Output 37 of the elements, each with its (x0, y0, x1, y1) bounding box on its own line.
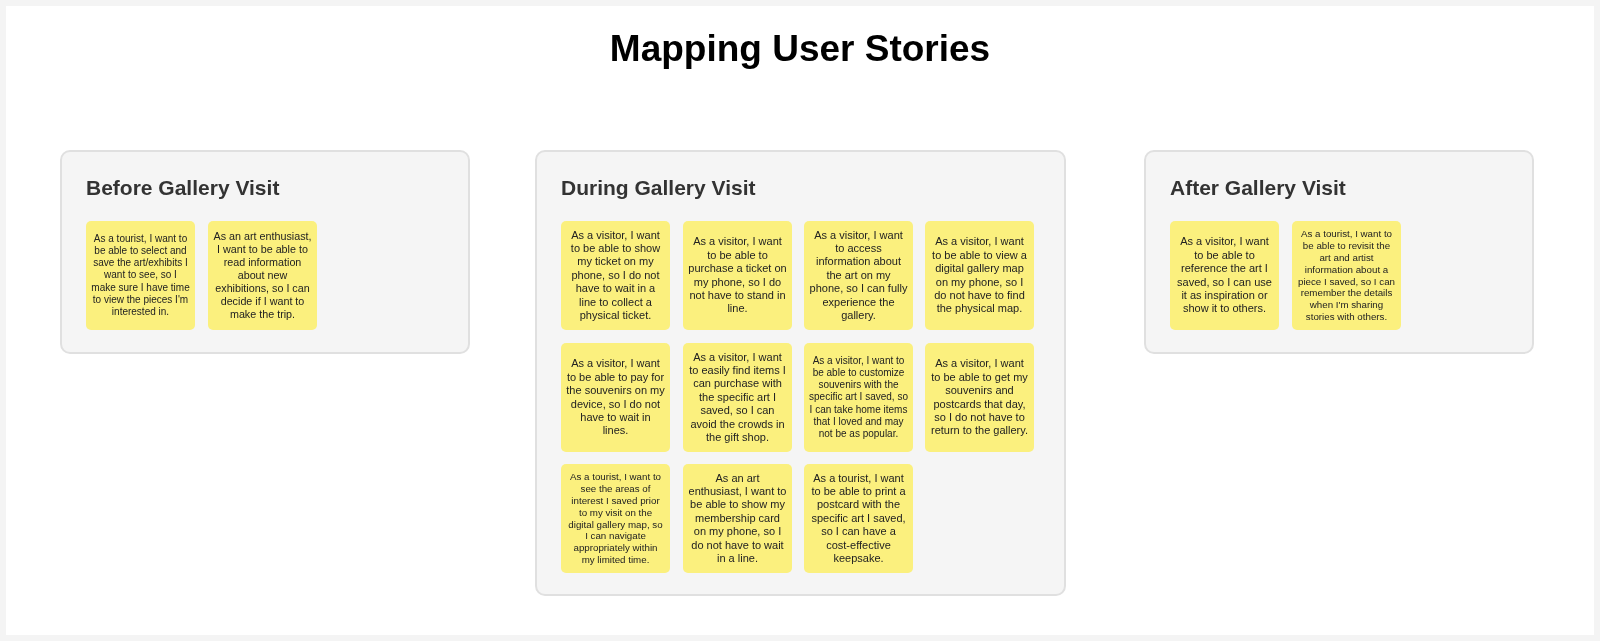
user-story-text: As a visitor, I want to be able to pay for the souvenirs on my device, so I do not have to wait in lines. (566, 357, 665, 438)
sticky-note (561, 343, 670, 452)
user-story-text: As a tourist, I want to be able to revisit the art and artist information about a piece I saved, so I can remember the details when I'm sharing stories with others. (1297, 227, 1396, 324)
user-story-text: As a visitor, I want to be able to purchase a ticket on my phone, so I do not have to stand in line. (688, 235, 787, 316)
sticky-note (561, 464, 670, 573)
panel-heading: After Gallery Visit (1170, 176, 1346, 200)
sticky-note (561, 221, 670, 330)
sticky-note (86, 221, 195, 330)
user-story-text: As a tourist, I want to be able to select and save the art/exhibits I want to see, so I make sure I have time to view the pieces I'm interested in. (91, 232, 190, 319)
user-story-text: As a visitor, I want to be able to reference the art I saved, so I can use it as inspiration or show it to others. (1176, 235, 1273, 316)
sticky-note (804, 343, 913, 452)
sticky-note (804, 464, 913, 573)
sticky-note (683, 464, 792, 573)
sticky-note (1170, 221, 1279, 330)
user-story-text: As a visitor, I want to be able to view a digital gallery map on my phone, so I do not have to find the physical map. (931, 235, 1028, 316)
user-story-text: As a visitor, I want to access information about the art on my phone, so I can fully experience the gallery. (809, 228, 908, 323)
sticky-note (925, 221, 1034, 330)
group-panel (60, 150, 470, 354)
sticky-note (925, 343, 1034, 452)
user-story-text: As a visitor, I want to be able to get my souvenirs and postcards that day, so I do not have to return to the gallery. (930, 357, 1029, 438)
user-story-text: As a visitor, I want to easily find items I can purchase with the specific art I saved, so I can avoid the crowds in the gift shop. (688, 350, 787, 445)
user-story-text: As a tourist, I want to be able to print a postcard with the specific art I saved, so I can have a cost-effective keepsake. (810, 471, 907, 566)
group-panel (1144, 150, 1534, 354)
user-story-text: As a tourist, I want to see the areas of interest I saved prior to my visit on the digital gallery map, so I can navigate appropriately within my limited time. (567, 470, 664, 567)
user-story-text: As an art enthusiast, I want to be able to read information about new exhibitions, so I can decide if I want to make the trip. (213, 229, 312, 322)
sticky-note (683, 343, 792, 452)
user-story-text: As a visitor, I want to be able to customize souvenirs with the specific art I saved, so I can take home items that I loved and may not be as popular. (809, 354, 908, 441)
sticky-note (804, 221, 913, 330)
user-story-text: As a visitor, I want to be able to show my ticket on my phone, so I do not have to wait in a line to collect a physical ticket. (569, 228, 662, 323)
sticky-note (208, 221, 317, 330)
diagram-title: Mapping User Stories (608, 28, 992, 70)
panel-heading: Before Gallery Visit (86, 176, 280, 200)
sticky-note (1292, 221, 1401, 330)
group-panel (535, 150, 1066, 596)
panel-heading: During Gallery Visit (561, 176, 756, 200)
user-story-text: As an art enthusiast, I want to be able to show my membership card on my phone, so I do not have to wait in a line. (688, 471, 787, 566)
sticky-note (683, 221, 792, 330)
